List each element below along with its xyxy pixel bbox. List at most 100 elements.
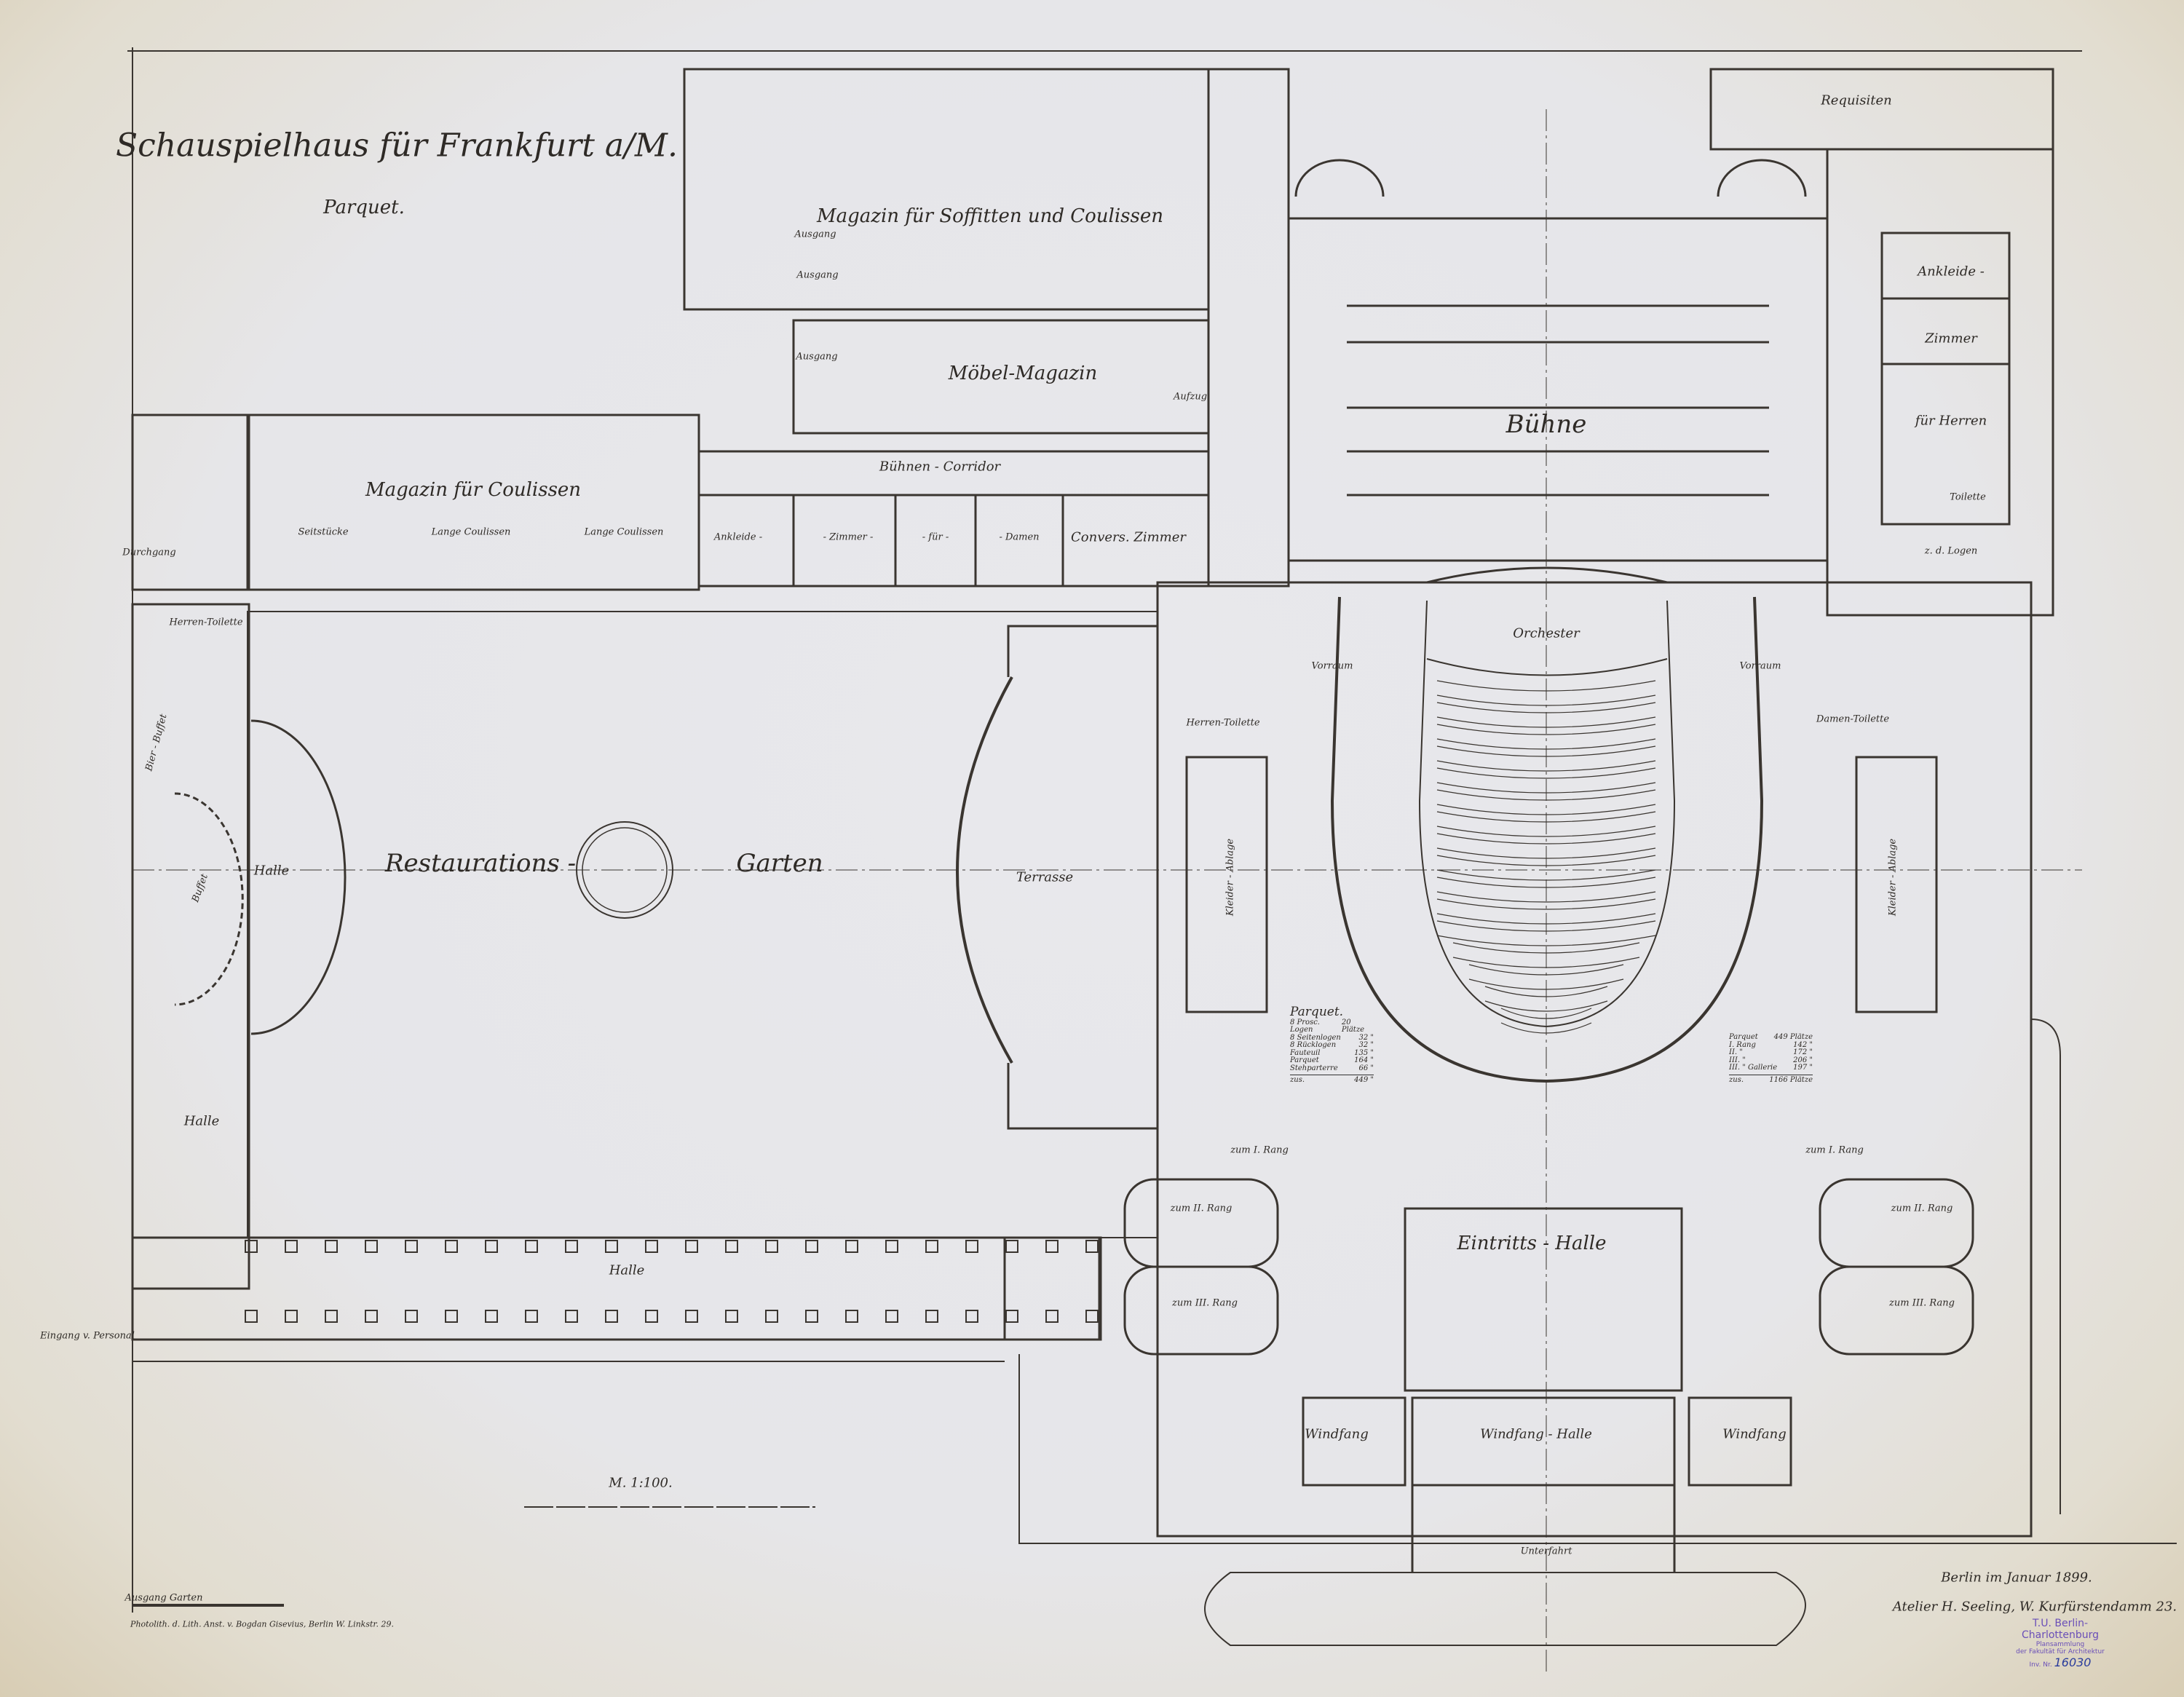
room-label: Magazin für Soffitten und Coulissen <box>817 205 1163 227</box>
row-label: Parquet <box>1729 1033 1758 1041</box>
room-label: Windfang <box>1722 1426 1787 1442</box>
row-label: II. " <box>1729 1048 1743 1056</box>
table-heading: Parquet. <box>1290 1005 1344 1019</box>
column <box>1005 1310 1018 1323</box>
row-value: 164 " <box>1354 1056 1374 1064</box>
room-label: Vorraum <box>1739 660 1781 672</box>
row-label: Fauteuil <box>1290 1048 1321 1057</box>
row-value: 142 " <box>1793 1040 1813 1049</box>
column <box>445 1310 458 1323</box>
column <box>925 1310 938 1323</box>
room-label: Kleider - Ablage <box>1887 838 1899 917</box>
ankleide-herren-room <box>1880 232 2011 526</box>
room-label: Garten <box>736 849 823 878</box>
room-label: Convers. Zimmer <box>1071 529 1186 545</box>
column <box>805 1240 818 1253</box>
column <box>845 1310 858 1323</box>
room-label: Vorraum <box>1311 660 1353 672</box>
table-row: Parquet 164 " <box>1290 1056 1374 1065</box>
column <box>645 1310 658 1323</box>
column <box>885 1240 898 1253</box>
room-label: zum III. Rang <box>1172 1297 1238 1309</box>
column <box>885 1310 898 1323</box>
table-total-row: zus. 449 " <box>1290 1075 1374 1085</box>
row-value: 66 " <box>1358 1064 1374 1072</box>
row-label: 8 Prosc. Logen <box>1290 1018 1320 1034</box>
room-label: zum I. Rang <box>1805 1144 1864 1156</box>
column <box>765 1310 778 1323</box>
stamp-line: der Fakultät für Architektur <box>2016 1648 2105 1656</box>
column <box>965 1240 978 1253</box>
room-label: Orchester <box>1513 625 1580 641</box>
room-label: Aufzug <box>1173 391 1208 403</box>
magazin-coulissen-room <box>246 414 700 591</box>
table-row: Fauteuil 135 " <box>1290 1048 1374 1058</box>
windfang-left-room <box>1302 1396 1406 1487</box>
column <box>245 1310 258 1323</box>
inventory-label: Inv. Nr. <box>2029 1661 2052 1669</box>
room-label: Halle <box>609 1262 645 1278</box>
column <box>365 1240 378 1253</box>
total-label: zus. <box>1729 1075 1744 1084</box>
atelier-signature: Atelier H. Seeling, W. Kurfürstendamm 23… <box>1892 1599 2177 1615</box>
column <box>685 1240 698 1253</box>
room-label: Kleider - Ablage <box>1224 838 1236 917</box>
total-value: 449 " <box>1354 1076 1374 1084</box>
row-value: 32 " <box>1358 1033 1374 1042</box>
column <box>485 1240 498 1253</box>
room-label: Ausgang <box>794 229 836 240</box>
total-label: zus. <box>1290 1076 1305 1084</box>
room-label: Möbel-Magazin <box>948 363 1098 384</box>
room-label: Seitstücke <box>298 526 349 538</box>
room-label: Terrasse <box>1016 869 1074 885</box>
garden-fountain <box>576 821 673 919</box>
column <box>725 1310 738 1323</box>
archive-stamp: T.U. Berlin-Charlottenburg Plansammlung … <box>1998 1618 2122 1669</box>
column <box>605 1310 618 1323</box>
row-value: 20 Plätze <box>1341 1018 1364 1034</box>
windfang-halle-room <box>1411 1396 1676 1487</box>
total-value: 1166 Plätze <box>1769 1075 1813 1084</box>
table-row: III. "206 " <box>1729 1056 1813 1065</box>
room-label: Requisiten <box>1821 92 1892 108</box>
row-label: Parquet <box>1290 1056 1319 1064</box>
room-label: Halle <box>183 1113 220 1129</box>
column <box>925 1240 938 1253</box>
room-label: Zimmer <box>1925 331 1977 347</box>
column <box>725 1240 738 1253</box>
drawing-title: Schauspielhaus für Frankfurt a/M. <box>116 127 678 165</box>
room-label: Ausgang Garten <box>124 1592 203 1604</box>
column <box>285 1310 298 1323</box>
column <box>1005 1240 1018 1253</box>
room-label: z. d. Logen <box>1924 545 1978 557</box>
eintritts-halle-room <box>1404 1207 1683 1392</box>
room-label: Ankleide - <box>1918 264 1985 280</box>
unterfahrt-drive <box>1204 1572 1806 1646</box>
room-label: Lange Coulissen <box>431 526 511 538</box>
orchestra-pit-edge <box>1426 566 1668 584</box>
magazin-soffitten-room <box>683 68 1210 311</box>
row-value: 135 " <box>1354 1048 1374 1057</box>
round-hall <box>250 719 347 1035</box>
left-hall-wing <box>131 603 250 1290</box>
stage-area <box>1287 217 1829 562</box>
column <box>1085 1310 1099 1323</box>
restaurations-garten <box>247 611 1158 1238</box>
column <box>685 1310 698 1323</box>
printer-credit: Photolith. d. Lith. Anst. v. Bogdan Gise… <box>130 1619 394 1629</box>
row-value: 197 " <box>1793 1064 1813 1072</box>
column <box>1085 1240 1099 1253</box>
scale-label: M. 1:100. <box>609 1475 673 1491</box>
colonnade-hall <box>131 1236 1102 1341</box>
row-label: 8 Rücklogen <box>1290 1041 1337 1049</box>
column <box>525 1310 538 1323</box>
stamp-line: Plansammlung <box>2035 1641 2085 1648</box>
room-label: Bühne <box>1506 410 1587 439</box>
room-label: zum II. Rang <box>1170 1203 1233 1214</box>
column <box>605 1240 618 1253</box>
room-label: zum III. Rang <box>1889 1297 1955 1309</box>
room-label: Bühnen - Corridor <box>879 459 1001 475</box>
column <box>845 1240 858 1253</box>
